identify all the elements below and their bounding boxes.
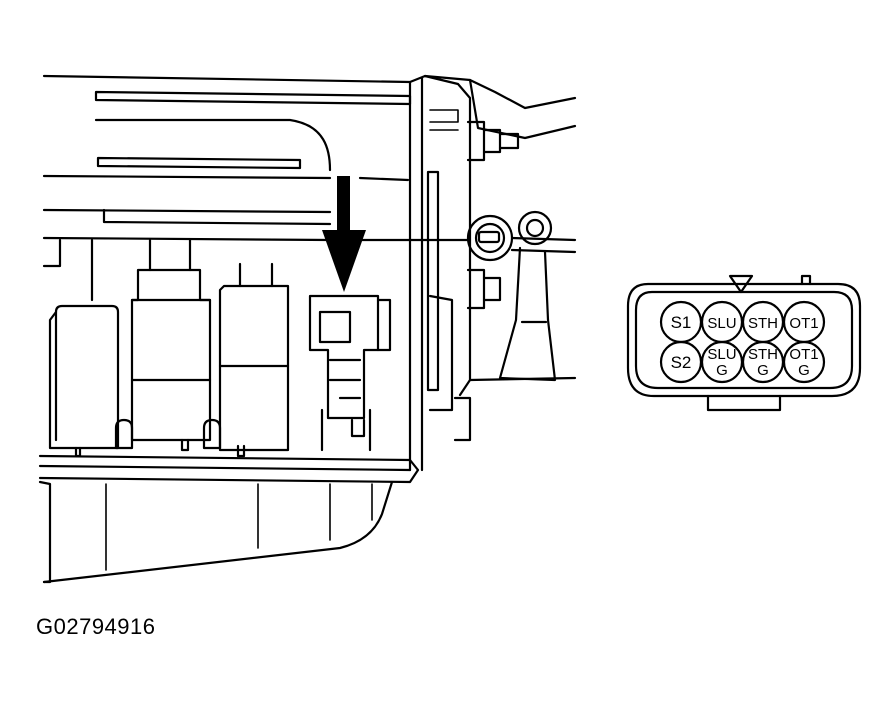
solenoid-block-1 xyxy=(48,304,120,450)
pin-label-s1: S1 xyxy=(671,313,692,332)
connector-pin-s2: S2 xyxy=(659,340,703,384)
pin-label-sth: STH xyxy=(748,315,778,332)
pin-label-slu: SLU xyxy=(707,315,736,332)
connector-pin-ot1: OT1 xyxy=(782,300,826,344)
connector-housing xyxy=(626,282,862,398)
connector-pin-sth: STH xyxy=(741,300,785,344)
pin-label-s2: S2 xyxy=(671,353,692,372)
figure-id-caption: G02794916 xyxy=(36,614,156,639)
solenoid-block-3 xyxy=(218,262,290,452)
connector-pin-slu: SLU xyxy=(700,300,744,344)
connector-key-triangle-icon xyxy=(728,274,754,294)
pin-sublabel-sth-g: G xyxy=(757,362,769,379)
connector-pin-sth-g: STH G xyxy=(741,340,785,384)
connector-pin-ot1-g: OT1 G xyxy=(782,340,826,384)
down-arrow-indicator xyxy=(322,176,366,292)
pin-label-ot1-g: OT1 xyxy=(789,346,818,363)
pin-label-sth-g: STH xyxy=(748,346,778,363)
transmission-illustration xyxy=(38,74,577,584)
connector-tab xyxy=(800,274,812,286)
connector-pin-slu-g: SLU G xyxy=(700,340,744,384)
connector-diagram: S1 SLU STH OT1 S2 SLU G STH G xyxy=(626,274,862,412)
pin-label-ot1: OT1 xyxy=(789,315,818,332)
highlighted-solenoid xyxy=(308,294,392,452)
pin-sublabel-ot1-g: G xyxy=(798,362,810,379)
solenoid-block-2 xyxy=(130,238,212,442)
pin-sublabel-slu-g: G xyxy=(716,362,728,379)
pin-label-slu-g: SLU xyxy=(707,346,736,363)
connector-latch xyxy=(706,394,782,412)
connector-pin-s1: S1 xyxy=(659,300,703,344)
